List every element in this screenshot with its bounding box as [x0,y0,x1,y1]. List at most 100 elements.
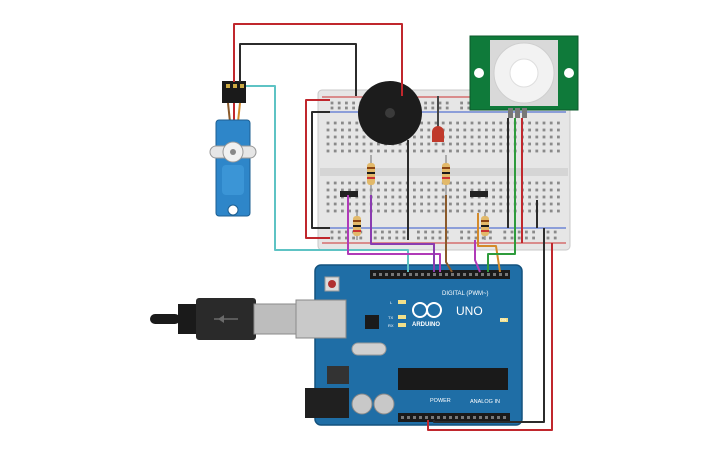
breadboard-hole [362,142,366,146]
breadboard-hole [470,209,474,213]
breadboard-rail-hole [510,236,514,240]
breadboard-rail-hole [359,236,363,240]
breadboard-hole [470,121,474,125]
header-pins [373,273,508,419]
breadboard-rail-hole [553,236,557,240]
breadboard-hole [420,195,423,199]
breadboard-hole [485,202,488,206]
breadboard-hole [355,188,359,192]
transistor-1 [340,191,358,197]
usb-port [295,299,347,339]
header-pin [503,416,506,419]
breadboard-hole [477,209,481,213]
breadboard-hole [355,209,359,213]
header-pin [409,273,412,276]
header-pin [437,416,440,419]
breadboard-hole [398,188,402,192]
wire-red-left-rail [305,99,330,239]
breadboard-hole [557,149,560,153]
power-jack [305,388,349,418]
header-pin [457,273,460,276]
breadboard-hole [377,209,380,213]
breadboard-hole [427,149,431,153]
breadboard-rail-hole [445,236,449,240]
breadboard-rail-hole [431,101,435,105]
breadboard-rail-hole [438,106,442,110]
breadboard-hole [492,181,495,185]
breadboard-rail-hole [431,230,435,234]
breadboard-hole [427,209,431,213]
breadboard-hole [492,202,495,206]
breadboard-rail-hole [345,106,348,110]
breadboard-rail-hole [330,101,334,105]
breadboard-hole [477,128,481,132]
breadboard-rail-hole [438,230,442,234]
breadboard-hole [434,202,438,206]
breadboard-hole [557,188,560,192]
breadboard-rail-hole [395,230,399,234]
breadboard-rail-hole [467,101,471,105]
breadboard-hole [463,121,467,125]
header-pin [497,416,500,419]
header-pin [445,273,448,276]
breadboard-hole [557,209,560,213]
breadboard-rail-hole [467,106,471,110]
header-pin [473,416,476,419]
breadboard-hole [398,142,402,146]
header-pin [433,273,436,276]
breadboard-rail-hole [445,230,449,234]
breadboard-hole [348,181,351,185]
breadboard-hole [528,121,531,125]
breadboard-hole [420,181,423,185]
header-pin [419,416,422,419]
breadboard-hole [542,188,546,192]
header-pin [403,273,406,276]
breadboard-hole [384,181,387,185]
breadboard-hole [492,142,495,146]
breadboard-hole [485,209,488,213]
breadboard-hole [477,135,481,139]
breadboard-hole [420,188,423,192]
breadboard-hole [362,149,366,153]
breadboard-hole [477,142,481,146]
wire-black-bottom-gnd [433,228,545,423]
breadboard-hole [427,195,431,199]
breadboard-hole [492,188,495,192]
breadboard-hole [557,181,560,185]
arduino-model-label: UNO [456,304,483,318]
breadboard-hole [427,121,431,125]
header-pin [427,273,430,276]
breadboard-hole [535,181,539,185]
breadboard-hole [413,142,416,146]
breadboard-hole [535,142,539,146]
breadboard-hole [377,202,380,206]
breadboard-hole [326,181,330,185]
breadboard-hole [427,142,431,146]
header-pin [461,416,464,419]
wire-brown [445,195,453,273]
breadboard-rail-hole [337,106,341,110]
breadboard-rail-hole [460,230,463,234]
breadboard-rail-hole [438,236,442,240]
header-pin [401,416,404,419]
breadboard-rail-hole [417,236,420,240]
breadboard-hole [528,202,531,206]
usb-cable [150,298,297,340]
breadboard-hole [413,195,416,199]
breadboard-hole [456,181,459,185]
arduino-brand-label: ARDUINO [412,322,440,328]
wire-orange [477,213,501,273]
piezo-buzzer [358,81,422,145]
breadboard-hole [441,188,445,192]
breadboard-hole [348,188,351,192]
header-pin [397,273,400,276]
breadboard-rail-hole [402,236,406,240]
breadboard-hole [326,209,330,213]
breadboard-rail-hole [417,230,420,234]
breadboard-rail-hole [503,236,507,240]
breadboard-hole [485,135,488,139]
breadboard-hole [557,202,560,206]
breadboard-hole [492,209,495,213]
header-pin [439,273,442,276]
breadboard-hole [333,142,337,146]
